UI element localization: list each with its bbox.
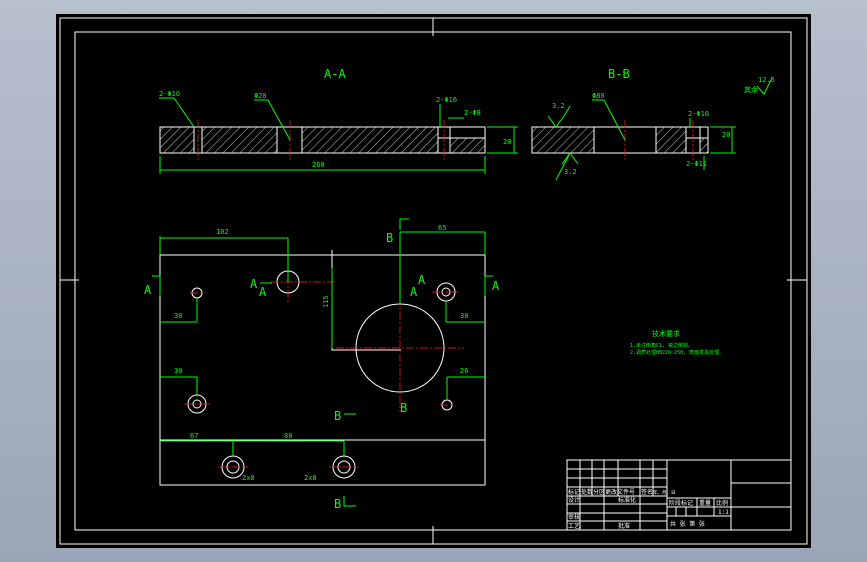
aa-callout-left: 2-Φ10 [159,90,180,98]
svg-text:A: A [259,285,267,299]
notes-line2: 2.调质处理HB220~250, 表面发黑处理。 [630,349,724,356]
bb-callout-cbore: 2-Φ16 [688,110,709,118]
dim-bottom-80: 80 [284,432,292,440]
dim-bottom-67: 67 [190,432,198,440]
engineering-drawing: A-A 2-Φ10 Φ20 2-Φ16 2-Φ8 260 20 [59,17,808,545]
aa-callout-cbore: 2-Φ16 [436,96,457,104]
plan-view: 102 65 30 30 30 26 67 80 115 2x8 2x8 A A [144,218,500,511]
bb-callout-thru: 2-Φ11 [686,160,707,168]
dim-top-left: 102 [216,228,229,236]
aa-callout-mid: Φ20 [254,92,267,100]
dim-vertical: 115 [322,295,330,308]
tb-weight: 重量 [699,499,711,507]
tb-stage-mark: 阶段标记 [669,499,693,507]
roughness-value: 12.5 [758,76,775,84]
technical-notes: 技术要求 1.未注倒角C1, 锐边倒钝。 2.调质处理HB220~250, 表面… [630,329,724,356]
inner-frame [74,31,792,531]
tb-row-design: 设计 [568,496,580,504]
dim-top-right: 65 [438,224,446,232]
roughness-label: 其余 [744,85,758,94]
section-bb-title: B-B [608,67,630,81]
tb-header-sign: 签名 [641,488,653,496]
bb-rough-left: 3.2 [552,102,565,110]
tb-header-count: 处数 [581,488,593,496]
general-roughness-note: 其余 12.5 [744,76,775,95]
title-block: 标记 处数 分区 更改文件号 签名 年、月、日 设计 标准化 审核 工艺 批准 … [566,459,792,531]
svg-text:A: A [492,279,500,293]
section-bb-view: B-B Φ80 2-Φ16 2-Φ11 20 3.2 3.2 [531,67,736,181]
tb-sheet-info: 共 张 第 张 [670,520,705,528]
tb-scale: 比例 [716,499,728,507]
svg-text:A: A [410,285,418,299]
section-mark-a: A A A A A A [144,273,500,299]
tb-header-doc: 更改文件号 [605,488,635,496]
svg-text:A: A [418,273,426,287]
notes-line1: 1.未注倒角C1, 锐边倒钝。 [630,342,693,349]
aa-callout-cbore2: 2-Φ8 [464,109,481,117]
tb-header-mark: 标记 [568,488,580,496]
tb-row-process: 工艺 [568,522,580,530]
plate-outline [159,254,486,486]
section-aa-view: A-A 2-Φ10 Φ20 2-Φ16 2-Φ8 260 20 [159,67,518,174]
dim-small-2: 2x8 [304,474,317,482]
tb-header-zone: 分区 [593,488,605,496]
centering-marks [60,18,807,544]
section-aa-title: A-A [324,67,346,81]
tb-row-approve: 批准 [618,522,630,530]
aa-dim-height: 20 [503,138,511,146]
svg-text:A: A [250,277,258,291]
section-mark-b: B B B B [334,218,409,511]
notes-title: 技术要求 [652,329,680,338]
drawing-sheet: A-A 2-Φ10 Φ20 2-Φ16 2-Φ8 260 20 [56,14,811,548]
svg-text:B: B [334,409,341,423]
dim-left-30: 30 [174,312,182,320]
tb-row-std: 标准化 [618,496,636,504]
svg-text:B: B [386,231,393,245]
bb-dim-height: 20 [722,131,730,139]
svg-text:A: A [144,283,152,297]
dim-small-1: 2x8 [242,474,255,482]
svg-text:B: B [400,401,407,415]
bb-callout-hole: Φ80 [592,92,605,100]
dim-right-30: 30 [460,312,468,320]
bb-rough-bottom: 3.2 [564,168,577,176]
dim-right-26: 26 [460,367,468,375]
tb-row-review: 审核 [568,513,580,521]
aa-dim-length: 260 [312,161,325,169]
tb-header-date: 年、月、日 [653,489,676,496]
tb-scale-value: 1:1 [718,509,729,516]
dim-left-30b: 30 [174,367,182,375]
svg-text:B: B [334,497,341,511]
